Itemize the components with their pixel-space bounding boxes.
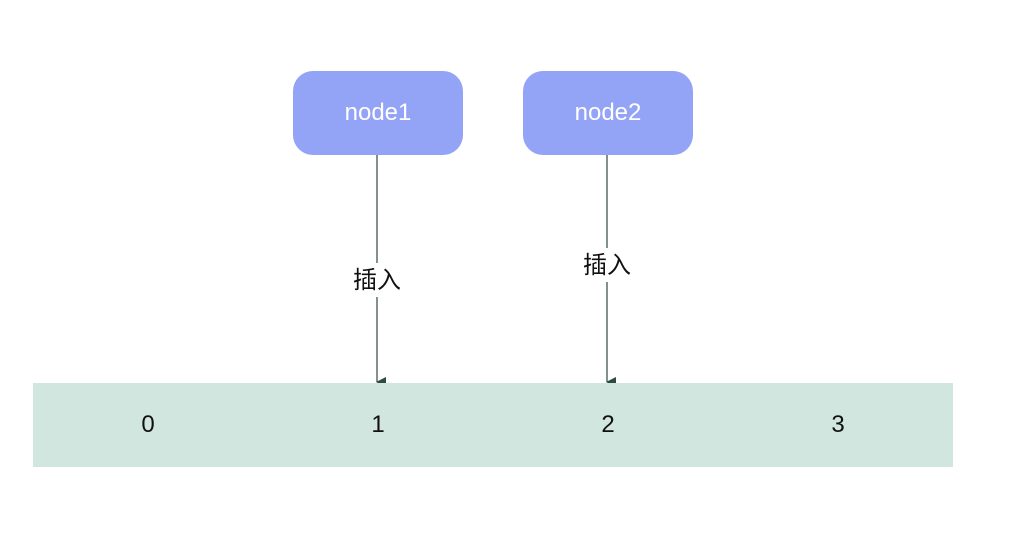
node2-box: node2 (523, 71, 693, 155)
node1-box: node1 (293, 71, 463, 155)
array-cell-1: 1 (371, 411, 385, 438)
array-cell-2: 2 (601, 411, 615, 438)
array-bar: 0 1 2 3 (33, 383, 953, 467)
array-cell-0: 0 (141, 411, 155, 438)
array-cell-3: 3 (831, 411, 845, 438)
edge2-label: 插入 (567, 248, 647, 282)
edge1-label: 插入 (337, 263, 417, 297)
node2-label: node2 (574, 99, 642, 126)
node1-label: node1 (344, 99, 412, 126)
